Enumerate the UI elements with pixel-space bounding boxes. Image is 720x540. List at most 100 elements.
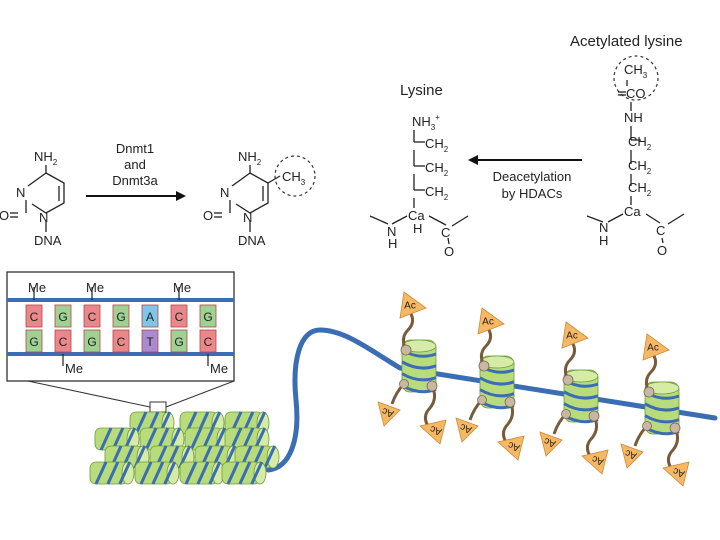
top-base-box [170,304,188,328]
acetyl-label: Ac [404,301,416,312]
top-base-letter: A [146,310,154,324]
bottom-base-letter: G [174,335,183,349]
nucleosome [184,427,230,451]
acetyl-tag: Ac [662,461,690,487]
bottom-base-box [199,329,217,353]
bottom-base-letter: T [146,335,154,349]
acetyl-ch2-3: CH2 [628,180,652,198]
bottom-base-box [54,329,72,353]
bottom-base-box [112,329,130,353]
acetyl-c: C [656,223,665,238]
lysine-title: Lysine [400,82,443,99]
inset-zoom-line-right [165,380,235,408]
top-base-box [112,304,130,328]
cytosine-amine-label: NH2 [34,149,58,167]
acetyl-tag: Ac [620,443,644,469]
cytosine-dna-label: DNA [34,233,62,248]
acetyl-group-circle [613,55,659,101]
acetyl-label: Ac [566,331,578,342]
nucleosome [134,461,180,485]
methyl-group-label: CH3 [282,169,306,187]
acetyl-tag: Ac [377,401,401,427]
lysine-h: H [388,236,397,251]
top-base-letter: C [30,310,39,324]
bottom-base-box [25,329,43,353]
acetyl-tag: Ac [642,333,670,361]
inset-zoom-box [149,401,167,413]
top-base-box [83,304,101,328]
cytosine-structure: NH2 N N O DNA [0,149,65,248]
acetyl-calpha: Ca [624,204,641,219]
methylation-reaction: Dnmt1 and Dnmt3a [86,141,186,201]
acetyl-label: Ac [647,343,659,354]
acetyl-tag: Ac [581,449,609,475]
acetyl-label: Ac [482,317,494,328]
acetylated-lysine-structure: Acetylated lysine CH3 CO NH CH2 CH2 CH2 … [570,33,685,258]
bottom-base-box [170,329,188,353]
histone-tails [390,311,438,427]
lysine-calpha-h: H [413,221,422,236]
lysine-structure: Lysine NH3+ CH2 CH2 CH2 Ca N H H C O [369,82,469,259]
acetyl-ch2-2: CH2 [628,158,652,176]
nucleosome [644,381,680,436]
lysine-n: N [387,224,396,239]
histone-tails [633,353,681,469]
acetyl-tag: Ac [419,419,447,445]
bottom-base-box [141,329,159,353]
lysine-calpha: Ca [408,208,425,223]
acetyl-label: Ac [591,453,606,467]
cytosine-n1-label: N [39,210,48,225]
top-base-box [54,304,72,328]
acetyl-tag: Ac [561,321,589,349]
enzyme-label-line2: and [124,157,146,172]
lysine-ch2-1: CH2 [425,136,449,154]
acetyl-tag: Ac [399,291,427,319]
acetyl-label: Ac [672,465,687,479]
bottom-base-box [83,329,101,353]
bottom-base-letter: C [117,335,126,349]
top-base-box [141,304,159,328]
bottom-base-letter: C [204,335,213,349]
methyl-label: Me [86,280,104,295]
nucleosome [94,427,140,451]
acetyl-label: Ac [381,405,396,419]
methyl-label: Me [28,280,46,295]
methyl-label: Me [210,361,228,376]
top-base-box [25,304,43,328]
acetyl-co: CO [626,86,646,101]
acetyl-o: O [657,243,667,258]
acetyl-ch3: CH3 [624,62,648,80]
top-base-letter: G [58,310,67,324]
methyl-group-circle [274,155,316,197]
process-label-line1: Deacetylation [493,169,572,184]
lysine-c: C [441,225,450,240]
acetyl-tag: Ac [497,435,525,461]
acetyl-label: Ac [624,447,639,461]
top-base-letter: C [175,310,184,324]
nucleosome [221,461,267,485]
top-base-letter: G [203,310,212,324]
methylcytosine-amine-label: NH2 [238,149,262,167]
acetyl-label: Ac [543,435,558,449]
lysine-o: O [444,244,454,259]
compact-heterochromatin [89,411,280,485]
top-base-box [199,304,217,328]
enzyme-label-line3: Dnmt3a [112,173,158,188]
acetylated-lysine-title: Acetylated lysine [570,33,683,50]
bottom-base-letter: C [59,335,68,349]
dna-linker-strand [265,327,718,473]
acetyl-tag: Ac [477,307,505,335]
acetyl-ch2-1: CH2 [628,134,652,152]
acetyl-label: Ac [507,439,522,453]
acetyl-tag: Ac [455,417,479,443]
process-label-line2: by HDACs [502,186,563,201]
methylcytosine-n3-label: N [220,185,229,200]
lysine-ch2-2: CH2 [425,160,449,178]
methylcytosine-n1-label: N [243,210,252,225]
